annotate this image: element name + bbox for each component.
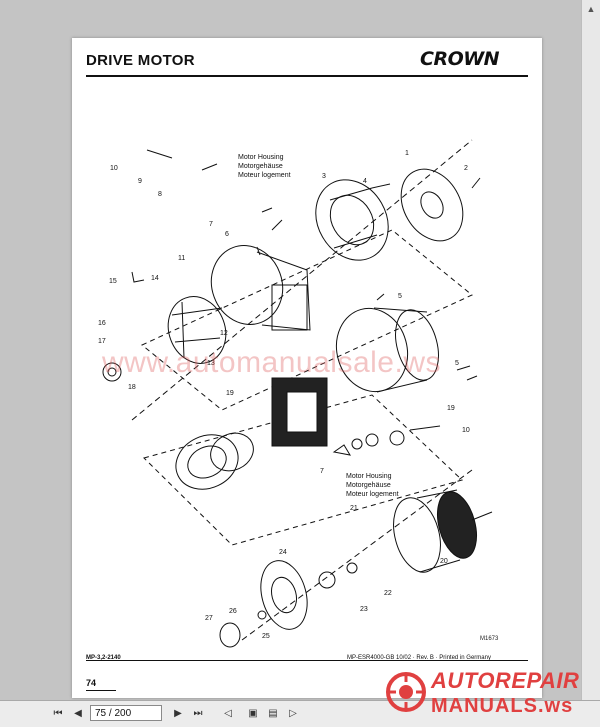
part-field-coils xyxy=(175,432,254,490)
corner-logo: AUTOREPAIR MANUALS.ws xyxy=(383,665,600,723)
assembly-axis-line-2 xyxy=(241,469,473,641)
logo-line1: AUTOREPAIR xyxy=(431,668,580,693)
footer-left: MP-3,2-2140 xyxy=(86,655,121,661)
export-icon[interactable]: ▤ xyxy=(268,708,278,719)
svg-text:10: 10 xyxy=(462,427,470,434)
last-page-icon[interactable]: ⏭ xyxy=(193,708,203,719)
watermark-text: www.automanualsale.ws xyxy=(102,346,441,379)
logo-line2: MANUALS.ws xyxy=(431,695,573,718)
svg-text:4: 4 xyxy=(363,178,367,185)
part-oring xyxy=(219,622,241,648)
logo-line2-text: MANUALS xyxy=(431,695,538,717)
svg-text:25: 25 xyxy=(262,633,270,640)
callout-top-line2: Motorgehäuse xyxy=(238,163,283,170)
first-page-icon[interactable]: ⏮ xyxy=(53,708,63,719)
title-divider xyxy=(86,75,528,77)
callout-mid-line3: Moteur logement xyxy=(346,491,399,498)
next-view-icon[interactable]: ▷ xyxy=(289,708,297,719)
part-end-plate xyxy=(400,168,464,242)
exploded-parts-diagram: 1 2 3 4 5 5 6 7 7 8 9 10 10 11 12 13 14 … xyxy=(98,139,493,648)
svg-text:20: 20 xyxy=(440,558,448,565)
part-end-shield xyxy=(260,560,308,630)
svg-text:7: 7 xyxy=(209,221,213,228)
svg-text:24: 24 xyxy=(279,549,287,556)
scroll-up-arrow-icon[interactable]: ▲ xyxy=(586,4,596,14)
svg-text:9: 9 xyxy=(138,178,142,185)
svg-text:7: 7 xyxy=(320,468,324,475)
svg-text:2: 2 xyxy=(464,165,468,172)
previous-page-icon[interactable]: ◀ xyxy=(74,708,82,719)
part-mid-fasteners xyxy=(332,425,441,456)
svg-text:26: 26 xyxy=(229,608,237,615)
page-title: DRIVE MOTOR xyxy=(86,52,195,69)
svg-text:19: 19 xyxy=(447,405,455,412)
gear-logo-icon xyxy=(386,672,426,712)
svg-text:1: 1 xyxy=(405,150,409,157)
svg-text:6: 6 xyxy=(225,231,229,238)
svg-text:27: 27 xyxy=(205,615,213,622)
part-stator-housing xyxy=(335,307,439,393)
svg-text:11: 11 xyxy=(178,255,185,262)
part-field-pieces xyxy=(271,377,328,447)
part-brush-carrier xyxy=(167,296,227,364)
svg-text:15: 15 xyxy=(109,278,117,285)
callout-top-line1: Motor Housing xyxy=(238,154,284,161)
page-number: 74 xyxy=(86,678,97,688)
svg-text:3: 3 xyxy=(322,173,326,180)
svg-text:8: 8 xyxy=(158,191,162,198)
part-armature xyxy=(393,489,493,573)
svg-text:16: 16 xyxy=(98,320,106,327)
part-housing-ring xyxy=(210,245,311,331)
part-brush-holder xyxy=(315,179,389,261)
svg-text:5: 5 xyxy=(398,293,402,300)
callout-top-line3: Moteur logement xyxy=(238,172,291,179)
callout-mid-line2: Motorgehäuse xyxy=(346,482,391,489)
document-page: DRIVE MOTOR CROWN xyxy=(72,38,542,698)
svg-text:19: 19 xyxy=(226,390,234,397)
footer-right: MP-ESR4000-GB 10/02 · Rev. B · Printed i… xyxy=(347,655,491,661)
viewer-toolbar: ⏮ ◀ 75 / 200 ▶ ⏭ ◁ ▣ ▤ ▷ xyxy=(0,700,600,727)
assembly-axis-line xyxy=(131,139,473,421)
svg-text:17: 17 xyxy=(98,338,106,345)
figure-code: M1673 xyxy=(480,636,499,642)
footer-divider xyxy=(86,660,528,661)
previous-view-icon[interactable]: ◁ xyxy=(224,708,232,719)
vertical-scrollbar[interactable]: ▲ xyxy=(581,0,600,700)
part-screws-top xyxy=(146,149,481,381)
svg-text:23: 23 xyxy=(360,606,368,613)
save-copy-icon[interactable]: ▣ xyxy=(248,708,258,719)
svg-text:18: 18 xyxy=(128,384,136,391)
svg-text:12: 12 xyxy=(220,330,228,337)
brand-logo: CROWN xyxy=(420,48,500,70)
svg-text:10: 10 xyxy=(110,165,118,172)
callout-mid-line1: Motor Housing xyxy=(346,473,392,480)
svg-text:13: 13 xyxy=(207,360,215,367)
svg-text:21: 21 xyxy=(350,505,358,512)
dashed-frame-upper xyxy=(141,229,473,411)
svg-text:14: 14 xyxy=(151,275,159,282)
part-bearing-left xyxy=(102,362,122,382)
logo-line2-suffix: .ws xyxy=(538,695,574,717)
page-number-divider xyxy=(86,690,116,691)
svg-text:22: 22 xyxy=(384,590,392,597)
part-bearing-lower xyxy=(318,571,336,589)
page-number-field[interactable]: 75 / 200 xyxy=(90,705,162,721)
next-page-icon[interactable]: ▶ xyxy=(174,708,182,719)
svg-text:5: 5 xyxy=(455,360,459,367)
